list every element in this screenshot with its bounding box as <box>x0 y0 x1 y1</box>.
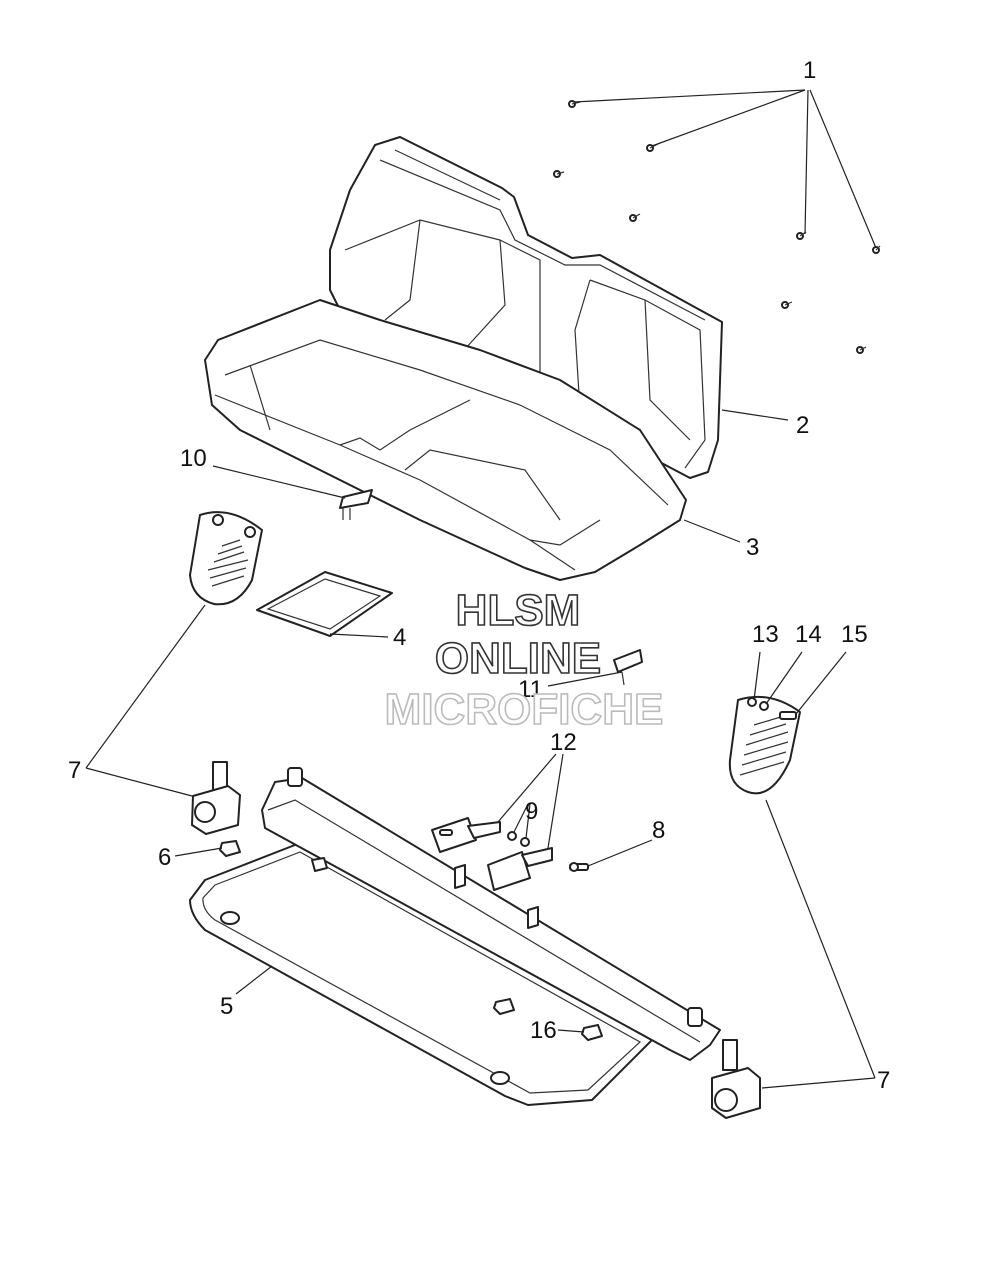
screw <box>856 346 867 354</box>
seat-cushion <box>204 299 687 581</box>
watermark-line-3: MICROFICHE <box>385 685 664 734</box>
pad-4 <box>256 571 393 637</box>
belt-boot-right <box>728 695 801 795</box>
crossbar <box>261 767 721 1061</box>
bracket-11 <box>613 649 643 686</box>
callout-8: 8 <box>652 817 665 844</box>
screw <box>629 213 641 222</box>
callouts: 1 2 3 4 5 6 7 7 8 9 10 11 12 13 14 15 16 <box>68 57 890 1094</box>
nut-16 <box>581 1024 603 1041</box>
retractor-right <box>711 1039 761 1119</box>
leader-lines <box>85 89 877 1089</box>
callout-7-left: 7 <box>68 757 81 784</box>
callout-3: 3 <box>746 534 759 561</box>
nut-crossbar <box>311 857 328 872</box>
callout-9: 9 <box>525 798 538 825</box>
bolt-8 <box>569 862 589 872</box>
callout-12: 12 <box>550 729 577 756</box>
seat-back <box>329 136 723 479</box>
watermark-line-2: ONLINE <box>435 634 601 683</box>
washer-9-b <box>520 837 530 847</box>
callout-14: 14 <box>795 621 822 648</box>
callout-6: 6 <box>158 844 171 871</box>
watermark-line-1: HLSM <box>456 586 581 635</box>
retractor-left <box>191 761 241 835</box>
callout-15: 15 <box>841 621 868 648</box>
callout-16: 16 <box>530 1017 557 1044</box>
callout-1: 1 <box>803 57 816 84</box>
callout-2: 2 <box>796 412 809 439</box>
callout-13: 13 <box>752 621 779 648</box>
screw <box>553 170 565 178</box>
callout-7-right: 7 <box>877 1067 890 1094</box>
buckle-upper <box>431 817 501 853</box>
screw <box>781 301 793 309</box>
washer-9-a <box>507 831 517 841</box>
callout-11: 11 <box>518 676 543 703</box>
screw <box>872 245 881 254</box>
buckle-lower <box>487 847 553 891</box>
callout-10: 10 <box>180 445 207 472</box>
bracket-10 <box>339 489 373 520</box>
seat-frame <box>189 842 653 1106</box>
screw <box>646 143 659 152</box>
bolt-upper <box>439 829 453 836</box>
callout-4: 4 <box>393 624 406 651</box>
callout-5: 5 <box>220 993 233 1020</box>
nut-6 <box>219 840 241 857</box>
belt-boot-left <box>189 511 263 606</box>
nut-frame <box>493 998 515 1015</box>
watermark: HLSM ONLINE MICROFICHE <box>384 585 664 735</box>
